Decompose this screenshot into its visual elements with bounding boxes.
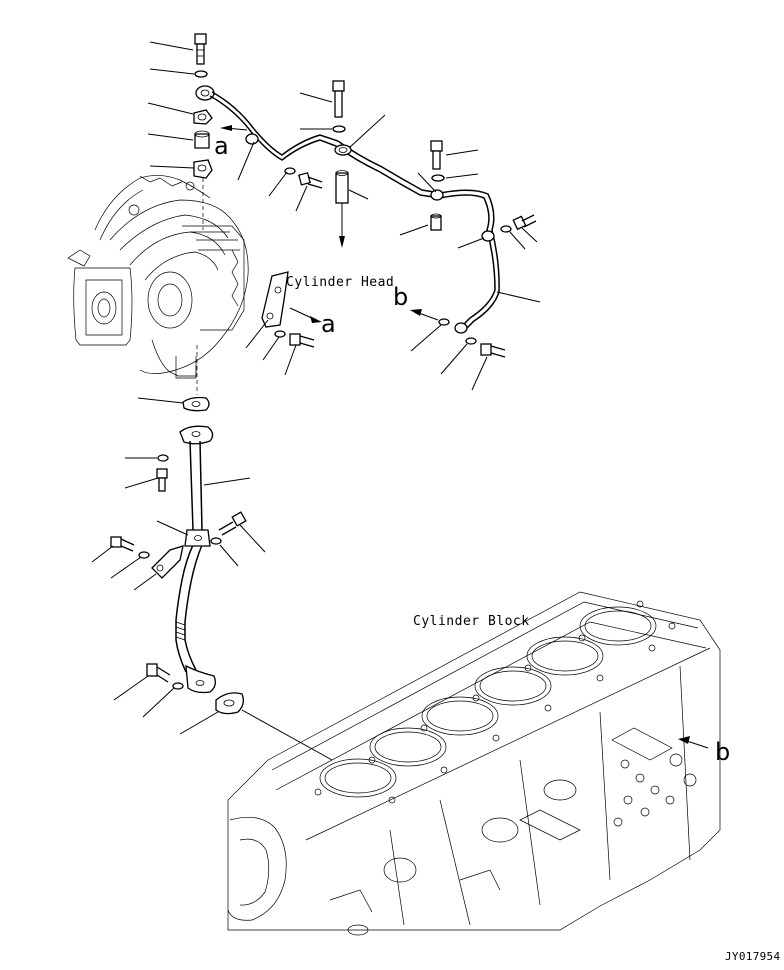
bolt-lower-right [480, 343, 506, 358]
joint-mid [334, 144, 352, 156]
gasket-turbo-outlet [182, 396, 210, 412]
washer-lower-right [465, 337, 477, 345]
ref-b-upper: b [393, 283, 408, 311]
nut-top-left [193, 109, 213, 125]
ref-b-lower: b [715, 738, 730, 766]
cylinder-block [227, 591, 721, 936]
ref-a-upper: a [214, 132, 229, 160]
head-bolt-holes [314, 600, 676, 804]
ref-a-lower: a [321, 310, 336, 338]
clamp-return-pipe [184, 529, 211, 547]
clamp-pipe-left [245, 133, 259, 145]
leader-lines-bracket [245, 319, 297, 376]
washer-bottom-flange [172, 682, 184, 690]
bolt-top-left [194, 33, 207, 65]
spacer-mid [335, 170, 349, 204]
washer-clamp-right [210, 537, 222, 545]
arrow-to-a-upper [220, 125, 248, 131]
washer-bolt-pair-right [500, 214, 537, 233]
bolt-clamp-right [218, 511, 247, 536]
label-cylinder-head: Cylinder Head [286, 275, 394, 290]
washer-mid-upper [332, 125, 346, 133]
oil-supply-pipe [209, 91, 500, 334]
leader-gasket-turbo [137, 397, 184, 404]
washer-b [438, 318, 450, 326]
bolt-mid-upper [332, 80, 345, 118]
sleeve-right [430, 213, 442, 231]
washer-clamp-left [138, 551, 150, 559]
pipe-end-fitting [454, 322, 468, 334]
washer-top-right [431, 174, 445, 182]
label-cylinder-block: Cylinder Block [413, 614, 530, 629]
gasket-block [215, 692, 244, 715]
bolt-return-flange-b [156, 468, 168, 492]
bolt-bracket [289, 333, 315, 348]
sleeve-top-left [194, 130, 210, 149]
bolt-clamp-left [110, 536, 135, 552]
drawing-code: JY017954 [725, 950, 780, 963]
leader-lines-top-left [147, 41, 195, 169]
eye-joint-top-left [195, 85, 215, 101]
oil-return-pipe [175, 425, 216, 694]
bolt-return-flange-a [157, 454, 169, 462]
washer-bolt-pair-mid [284, 167, 323, 189]
turbocharger [67, 175, 249, 379]
arrow-to-b-lower [678, 736, 709, 749]
washer-bracket [274, 330, 286, 338]
bolt-top-right [430, 140, 443, 170]
adapter-top-left [193, 159, 213, 179]
washer-top-left [194, 70, 208, 78]
leader-lines-top [237, 92, 541, 391]
bracket-return-pipe [151, 545, 184, 579]
bolt-bottom-flange [146, 663, 171, 683]
bracket-cylinder-head [261, 271, 322, 328]
cylinder-bores [319, 606, 657, 798]
leader-lines-return [91, 457, 333, 761]
clamp-pipe-right [481, 230, 495, 242]
clamp-pipe-mid [430, 189, 444, 201]
arrow-down-mid [339, 203, 345, 248]
arrow-to-b-upper [410, 309, 439, 321]
